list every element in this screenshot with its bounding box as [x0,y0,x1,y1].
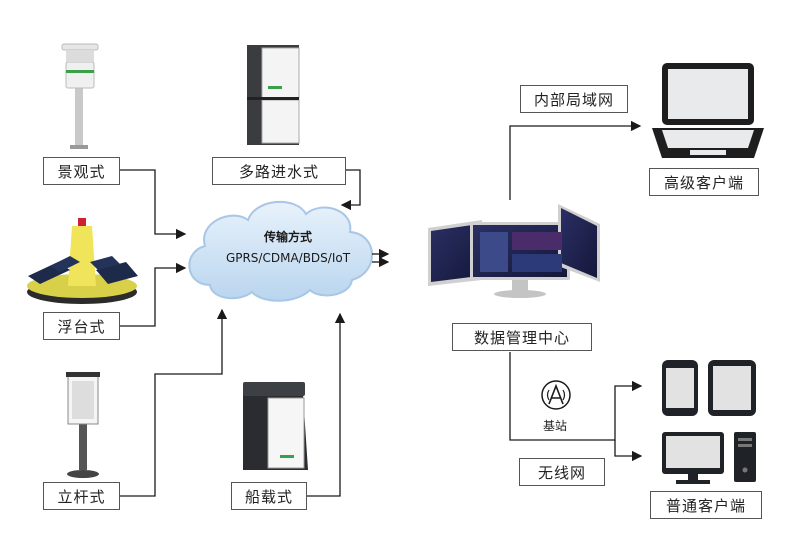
cloud-title: 传输方式 [263,230,312,244]
ship-cabinet [243,382,308,470]
pole-label: 立杆式 [43,482,120,510]
pole-device [66,372,100,478]
desktop-device [662,432,756,484]
weather-station-label: 景观式 [43,157,120,185]
buoy-label: 浮台式 [43,312,120,340]
mobile-devices [662,360,756,416]
base-station-icon [541,380,571,410]
multi-inlet-cabinet [247,45,300,145]
base-station-label: 基站 [543,419,568,433]
wireless-label: 无线网 [519,458,605,486]
laptop-device [652,63,764,158]
data-center-monitors [428,204,600,298]
normal-client-label: 普通客户端 [650,491,762,519]
advanced-client-label: 高级客户端 [649,168,759,196]
data-center-label: 数据管理中心 [452,323,592,351]
weather-station-device [61,43,99,149]
multi-inlet-label: 多路进水式 [212,157,346,185]
center-connectors [509,120,643,462]
lan-label: 内部局域网 [520,85,628,113]
ship-label: 船载式 [231,482,307,510]
cloud-protocols: GPRS/CDMA/BDS/IoT [225,251,351,265]
source-connectors [120,169,361,497]
buoy-device [27,218,138,304]
cloud-shape [188,201,373,302]
cloud-to-center-arrows [372,248,390,268]
